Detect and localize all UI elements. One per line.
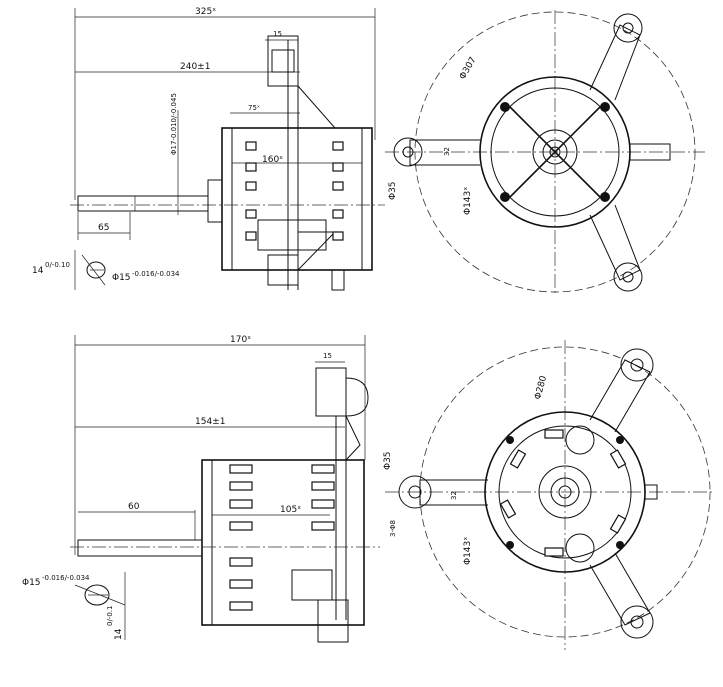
dim-offset-top: 75ˣ: [248, 104, 260, 112]
dim-body-length-bottom: 105ˣ: [280, 505, 301, 515]
dim-body-dia-bottom: Φ143ˣ: [463, 537, 473, 565]
dim-overall-top: 325ˣ: [195, 7, 216, 17]
dim-pcd-bottom: Φ280: [533, 374, 549, 400]
dim-shaft-dia-top: Φ17-0.010/-0.045: [170, 93, 178, 155]
dim-spacing-bottom: 32: [450, 491, 458, 500]
dim-bracket-width-bottom: 15: [323, 352, 332, 360]
dim-hole-top: Φ35: [388, 181, 398, 200]
dim-body-dia-top: Φ143ˣ: [463, 187, 473, 215]
dim-shaft-end-tol-top: -0.016/-0.034: [132, 270, 180, 278]
dim-flat-tol-top: 0/-0.10: [45, 261, 70, 269]
dim-pcd-top: Φ307: [458, 55, 479, 81]
dim-spacing-top: 32: [443, 147, 451, 156]
bottom-side-view: 170ˣ 15 154±1 105ˣ 60: [22, 335, 380, 643]
dim-shaft-length-bottom: 60: [128, 502, 140, 512]
dim-holes-bottom: 3-Φ8: [389, 520, 397, 537]
dim-flat-top: 14: [32, 266, 44, 276]
dim-bracket-width-top: 15: [273, 30, 282, 38]
bottom-front-view: Φ280 Φ35 32 3-Φ8 Φ143ˣ: [383, 340, 715, 650]
dim-overall-bottom: 170ˣ: [230, 335, 251, 345]
dim-flat-bottom: 14: [114, 628, 124, 640]
dim-flat-tol-bottom: 0/-0.1: [106, 606, 114, 626]
dim-to-bracket-top: 240±1: [180, 62, 210, 72]
top-front-view: Φ307 32 Φ35 Φ143ˣ: [385, 10, 705, 295]
dim-shaft-end-top: Φ15: [112, 273, 131, 283]
dim-body-length-top: 160ˣ: [262, 155, 283, 165]
dim-shaft-length-top: 65: [98, 223, 109, 233]
dim-hole-bottom: Φ35: [383, 451, 393, 470]
dim-shaft-end-bottom: Φ15: [22, 578, 41, 588]
top-side-view: 325ˣ 15 240±1 75ˣ Φ17-0.010/-0.045 160ˣ: [32, 7, 385, 291]
dim-to-bracket-bottom: 154±1: [195, 417, 225, 427]
dim-shaft-end-tol-bottom: -0.016/-0.034: [42, 574, 90, 582]
